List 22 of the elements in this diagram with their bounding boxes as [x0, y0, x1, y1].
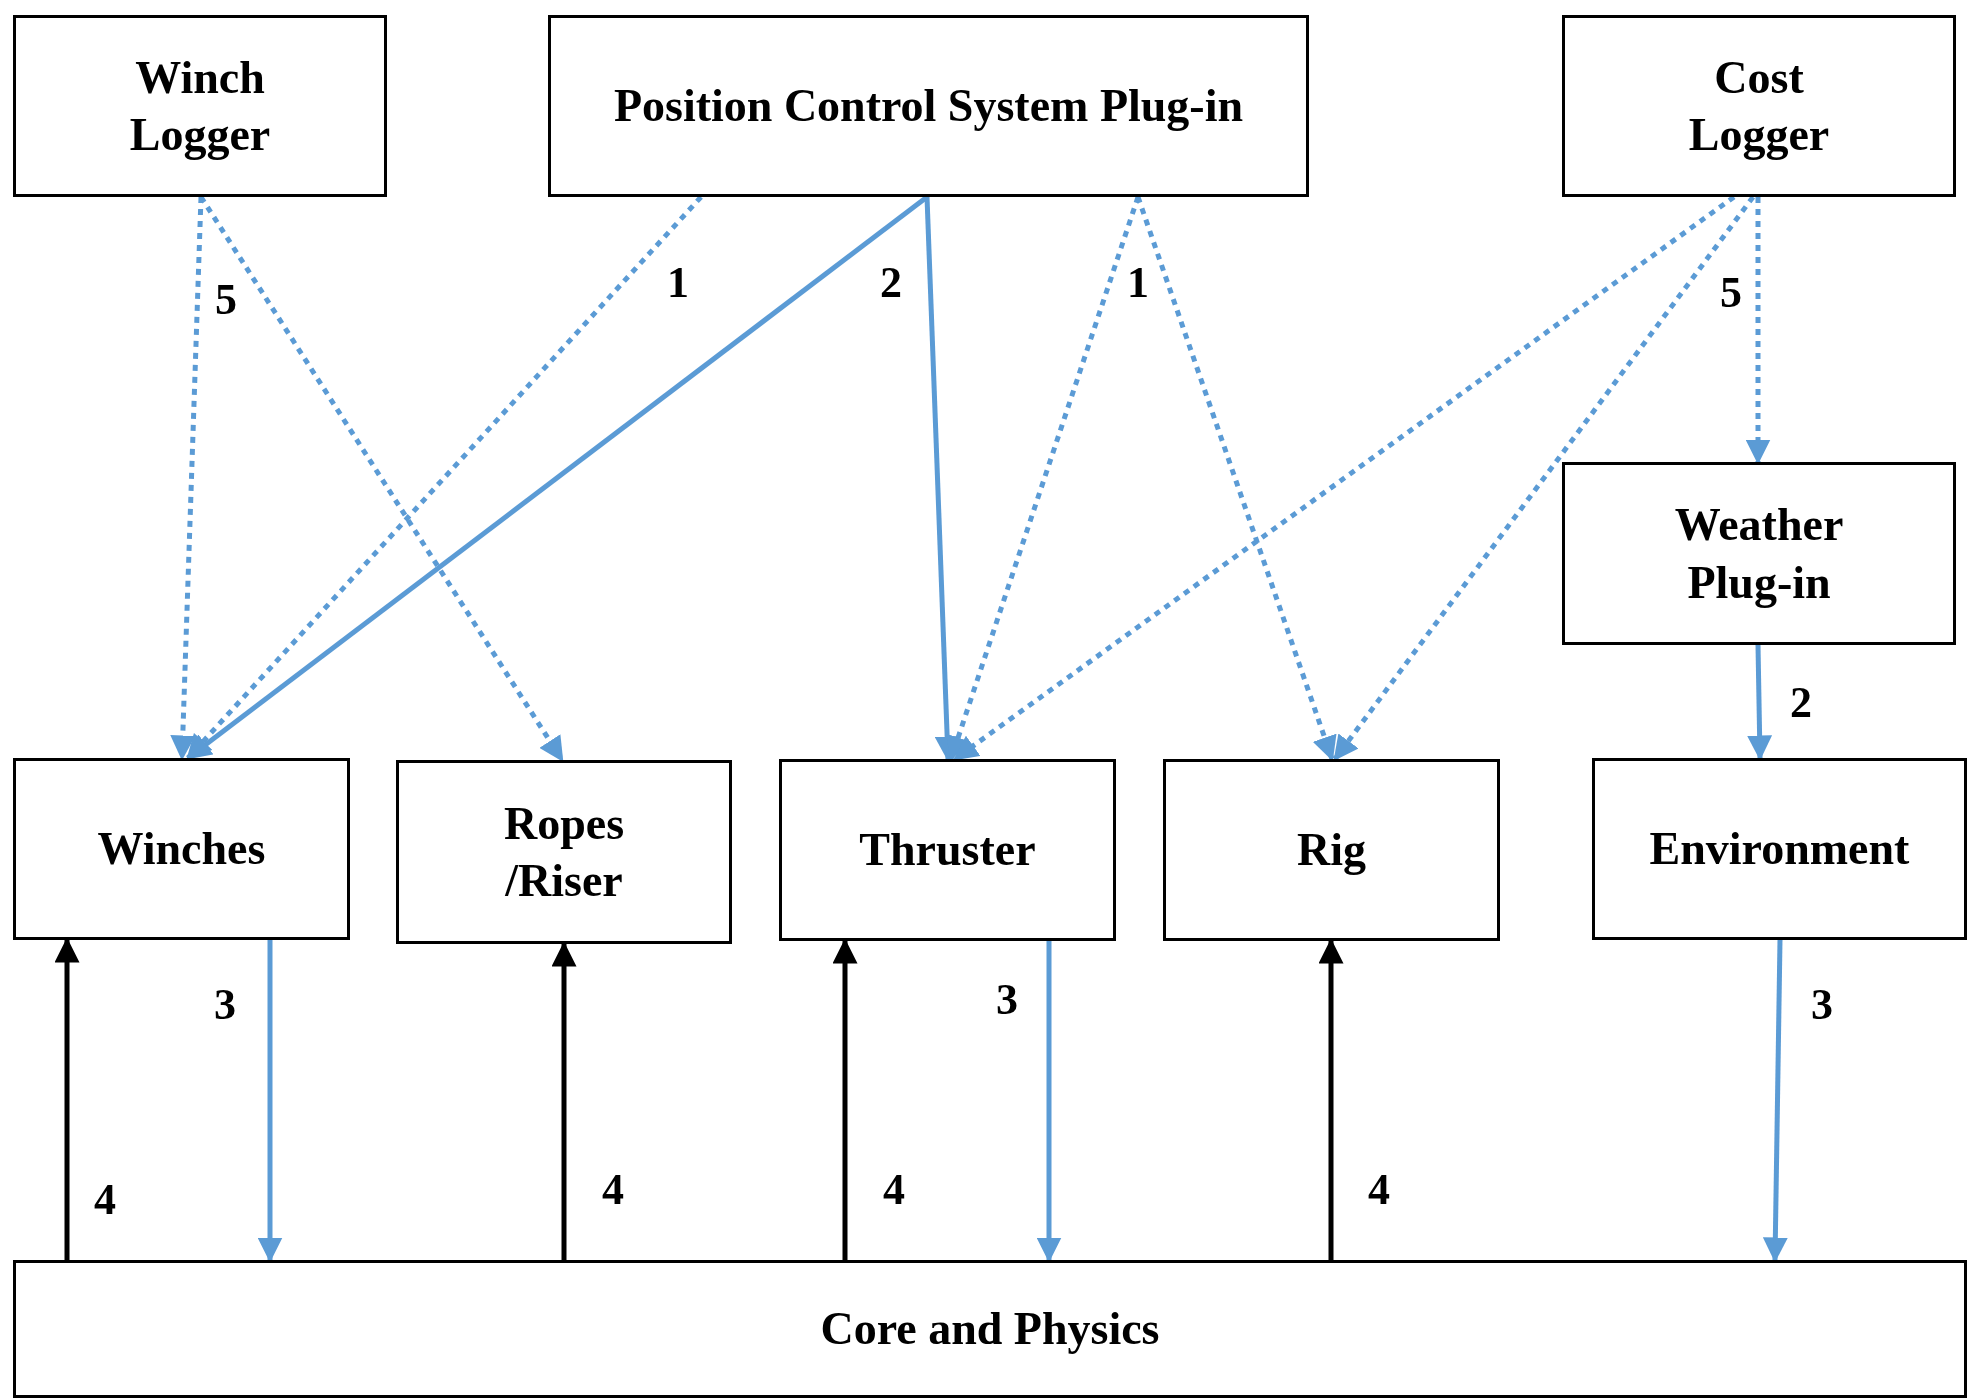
process-box — [13, 758, 350, 940]
process-box — [13, 1260, 1967, 1398]
box-label: Environment — [1649, 822, 1910, 877]
process-box — [1592, 758, 1967, 940]
process-box — [396, 760, 732, 944]
arrow — [186, 195, 703, 760]
box-label: Ropes /Riser — [502, 796, 626, 908]
process-box — [1163, 759, 1500, 941]
arrow — [1333, 195, 1755, 761]
process-box — [13, 15, 387, 197]
box-label: Winch Logger — [128, 50, 272, 162]
box-label: Thruster — [859, 823, 1036, 878]
process-box — [779, 759, 1116, 941]
process-box — [548, 15, 1309, 197]
box-label: Weather Plug-in — [1673, 498, 1845, 610]
process-box — [1562, 15, 1956, 197]
box-label: Core and Physics — [820, 1302, 1160, 1357]
box-label: Rig — [1297, 823, 1366, 878]
box-label: Winches — [97, 822, 266, 877]
box-label: Cost Logger — [1687, 50, 1831, 162]
box-label: Position Control System Plug-in — [613, 79, 1244, 134]
process-box — [1562, 462, 1956, 645]
